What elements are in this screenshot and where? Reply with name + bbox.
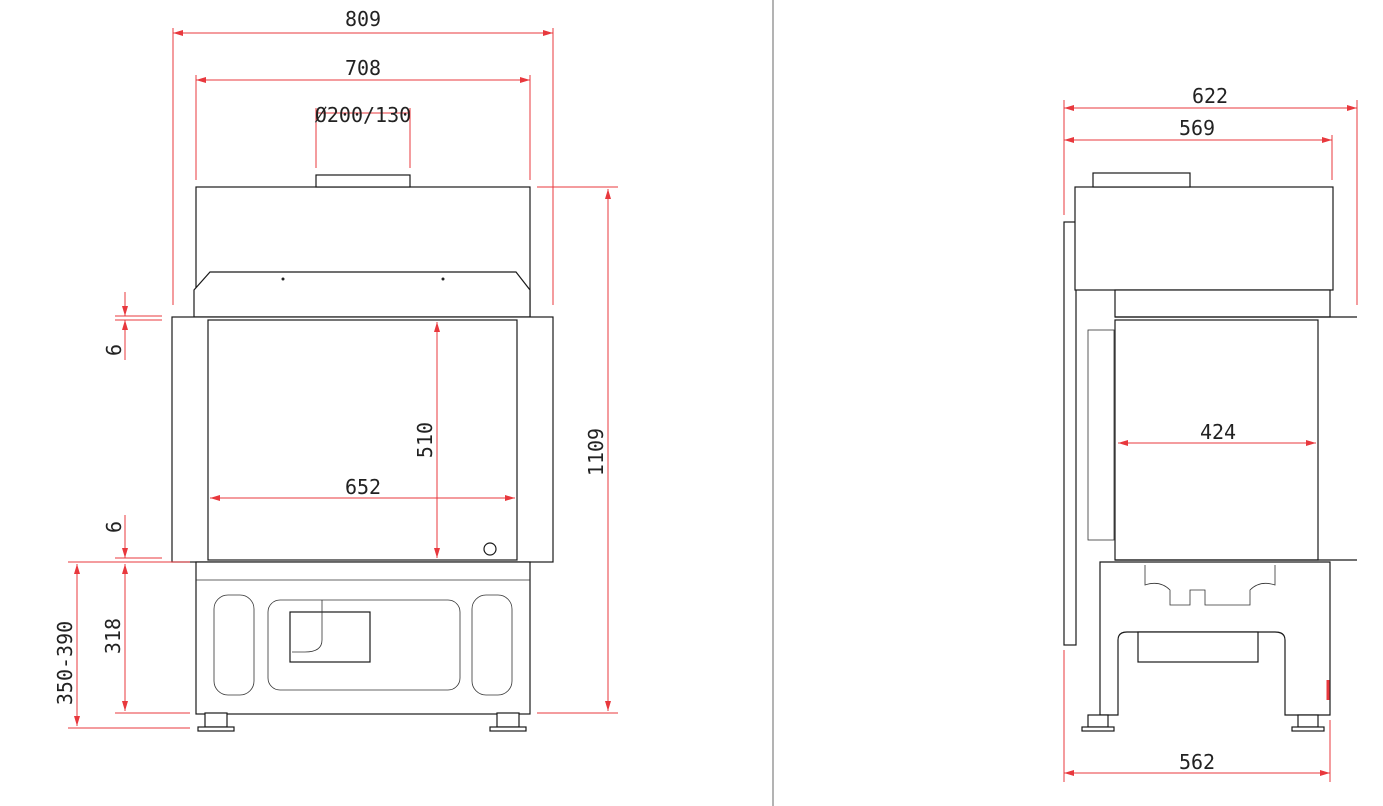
side-view: 622 569 424 562: [1063, 84, 1358, 782]
gas-valve-side: [1137, 631, 1259, 663]
dim-318: 318: [101, 618, 125, 654]
front-view: 809 708 Ø200/130 652 510 1109 6 6 318 35…: [53, 7, 618, 732]
dim-510: 510: [413, 422, 437, 458]
glass-panel: [207, 319, 518, 561]
dim-6-top: 6: [102, 344, 126, 356]
gas-valve: [289, 611, 371, 663]
back-panel: [1063, 221, 1077, 646]
foot-right: [496, 712, 520, 728]
foot-left: [204, 712, 228, 728]
front-body-outline: [171, 174, 554, 732]
dim-569: 569: [1179, 116, 1215, 140]
dim-350-390: 350-390: [53, 621, 77, 705]
front-dimensions: 809 708 Ø200/130 652 510 1109 6 6 318 35…: [53, 7, 618, 729]
dim-809: 809: [345, 7, 381, 31]
side-dimensions: 622 569 424 562: [1063, 84, 1358, 782]
dim-1109: 1109: [584, 428, 608, 476]
dim-622: 622: [1192, 84, 1228, 108]
dim-flue-diameter: Ø200/130: [315, 103, 411, 127]
flue-collar: [315, 174, 411, 188]
hood: [193, 271, 531, 318]
dim-6-bottom: 6: [102, 521, 126, 533]
dim-708: 708: [345, 56, 381, 80]
dim-652: 652: [345, 475, 381, 499]
side-body-outline: [1063, 172, 1357, 732]
dim-424: 424: [1200, 420, 1236, 444]
flue-collar-side: [1092, 172, 1191, 188]
dim-562: 562: [1179, 750, 1215, 774]
